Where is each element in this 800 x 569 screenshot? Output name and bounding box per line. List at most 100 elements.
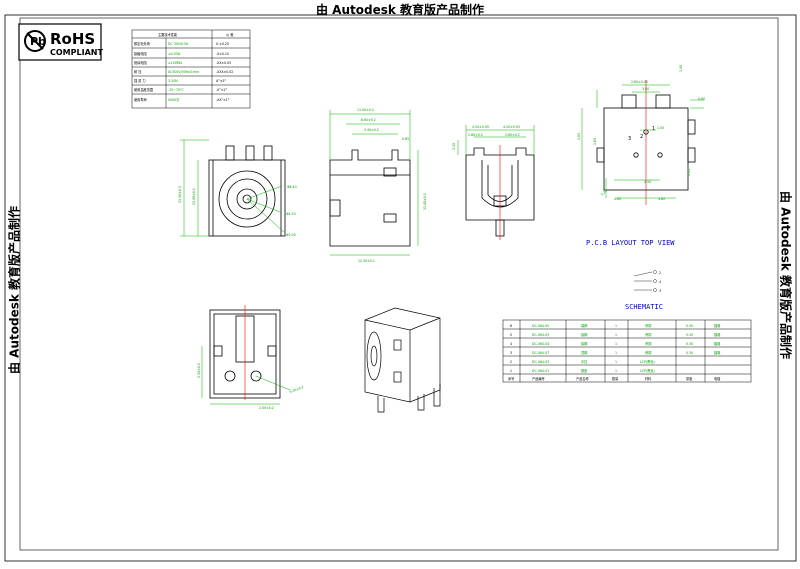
parts-cell: DC-064-07 xyxy=(532,351,549,355)
spec-tol: A°±5° xyxy=(216,79,226,83)
parts-cell: DC-064-04 xyxy=(532,342,549,346)
schematic-label-4: 4 xyxy=(659,280,661,284)
parts-cell: 3 xyxy=(510,351,512,355)
spec-value: ≤0.03Ω xyxy=(168,52,181,56)
isometric-view xyxy=(364,307,441,413)
pcb-dim-b1: 4.80 xyxy=(658,197,665,201)
rohs-title: RoHS xyxy=(50,30,95,48)
parts-table-text: 6 DC-064-05 端脚 1 黄铜 0.30 镀锡 5 DC-064-05 … xyxy=(508,323,721,381)
pcb-dim-left: 4.80 xyxy=(614,197,621,201)
spec-tol: .XXX±0.02 xyxy=(216,70,233,74)
watermark-top: 由 Autodesk 教育版产品制作 xyxy=(315,3,485,17)
rear-dim-h: 3.20 xyxy=(452,143,456,150)
parts-header: 序号 xyxy=(508,376,514,381)
spec-value: -25~70°C xyxy=(168,88,185,92)
parts-cell: LCP(黑色) xyxy=(640,359,655,364)
pcb-pin-3: 3 xyxy=(628,136,631,142)
parts-cell: 1 xyxy=(615,369,617,373)
parts-cell: 镀锡 xyxy=(714,323,720,328)
parts-cell: 黄铜 xyxy=(645,323,651,328)
spec-label: 使用寿命 xyxy=(134,97,148,102)
parts-cell: 0.30 xyxy=(686,342,693,346)
parts-cell: 基座 xyxy=(581,368,588,373)
spec-header-3: 公 差 xyxy=(226,32,233,37)
spec-value: 3-20N xyxy=(168,79,178,83)
parts-cell: 接脚 xyxy=(581,332,587,337)
parts-cell: 0.30 xyxy=(686,351,693,355)
parts-cell: 6 xyxy=(510,324,512,328)
parts-cell: 镀锡 xyxy=(714,341,720,346)
pcb-dim-w: 1.85 xyxy=(577,133,581,140)
spec-label: 接触电阻 xyxy=(134,51,148,56)
side-dim-top2: 3.40±0.2 xyxy=(364,128,379,132)
pcb-dim-h: 1.65 xyxy=(593,138,597,145)
spec-label: 额定电负荷 xyxy=(134,41,151,46)
spec-tol: .XX±0.05 xyxy=(216,61,231,65)
parts-cell: 接脚 xyxy=(581,341,587,346)
spec-tol: .X±0.10 xyxy=(216,52,229,56)
pcb-pin-2: 2 xyxy=(640,134,643,140)
spec-label: 使用温度范围 xyxy=(134,87,153,92)
watermark-right: 由 Autodesk 教育版产品制作 xyxy=(778,190,793,360)
parts-header: 产品名称 xyxy=(576,376,590,381)
parts-header: 产品编号 xyxy=(532,376,545,381)
parts-header: 电镀 xyxy=(714,376,721,381)
parts-cell: 5 xyxy=(510,333,512,337)
front-dim-d1: Φ6.40 xyxy=(287,185,297,189)
parts-cell: DC-064-05 xyxy=(532,333,549,337)
pcb-dim-r1: 1.00 xyxy=(679,65,683,72)
parts-cell: 1 xyxy=(615,351,617,355)
side-view: 11.00±0.2 8.60±0.2 3.40±0.2 0.65 12.30±0… xyxy=(329,108,427,263)
pcb-dim-b3: 3.20 xyxy=(600,189,608,197)
spec-label: 插 拔 力 xyxy=(134,78,146,83)
parts-cell: 黄铜 xyxy=(645,332,651,337)
front-dim-d2: Φ4.20 xyxy=(286,212,296,216)
pcb-dim-mid: 4.50 xyxy=(644,180,651,184)
front-dim-inner: 13.00±0.1 xyxy=(192,188,196,205)
parts-cell: 4 xyxy=(510,342,512,346)
inner-border xyxy=(19,17,779,551)
side-dim-top: 11.00±0.2 xyxy=(357,108,374,112)
rear-dim-d: 2.80±0.2 xyxy=(505,133,520,137)
schematic-label-2: 2 xyxy=(659,271,661,275)
parts-cell: 黄铜 xyxy=(645,350,651,355)
pcb-dim-p1: 1.00 xyxy=(657,126,664,130)
watermark-left: 由 Autodesk 教育版产品制作 xyxy=(7,205,22,375)
spec-value: AC500V/50Hz/1min xyxy=(168,70,199,74)
rear-dim-b: 4.50±0.05 xyxy=(503,125,520,129)
bottom-view: 2.50±0.2 2.50±0.2 6.55±0.2 xyxy=(197,305,304,410)
spec-label: 耐 压 xyxy=(134,69,142,74)
pcb-dim-b2: 2.45 xyxy=(687,169,691,176)
spec-label: 绝缘电阻 xyxy=(134,60,148,65)
parts-cell: DC-064-03 xyxy=(532,360,549,364)
side-dim-mid: 8.60±0.2 xyxy=(361,118,376,122)
parts-cell: 镀锡 xyxy=(714,350,720,355)
spec-table xyxy=(131,29,251,109)
parts-cell: 中柱 xyxy=(581,359,588,364)
spec-value: 5000次 xyxy=(168,97,180,102)
spec-tol: .X°±2° xyxy=(216,88,227,92)
front-dim-height: 13.50±0.3 xyxy=(178,186,182,203)
parts-cell: 顶脚 xyxy=(581,350,587,355)
pcb-layout-title: P.C.B LAYOUT TOP VIEW xyxy=(586,239,675,247)
spec-value: DC 30V/0.5A xyxy=(168,42,189,46)
rear-dim-c: 2.80±0.2 xyxy=(468,133,483,137)
parts-cell: 2 xyxy=(510,360,512,364)
parts-cell: 1 xyxy=(510,369,512,373)
spec-table-text: 主要技术性能 公 差 额定电负荷 DC 30V/0.5A X.±0.20 接触电… xyxy=(134,32,233,102)
side-dim-small: 0.65 xyxy=(402,137,409,141)
parts-cell: DC-064-01 xyxy=(532,369,549,373)
spec-tol: .XX°±1° xyxy=(216,98,230,102)
parts-table xyxy=(502,319,752,383)
parts-cell: 1 xyxy=(615,333,617,337)
spec-header-1: 主要技术性能 xyxy=(158,32,178,37)
parts-cell: 0.30 xyxy=(686,324,693,328)
parts-cell: 端脚 xyxy=(581,323,587,328)
pcb-pin-1: 1 xyxy=(652,126,655,132)
parts-cell: 1 xyxy=(615,342,617,346)
parts-cell: 黄铜 xyxy=(645,341,651,346)
outer-border xyxy=(4,14,797,562)
rohs-logo: Pb RoHS COMPLIANT xyxy=(18,23,103,61)
